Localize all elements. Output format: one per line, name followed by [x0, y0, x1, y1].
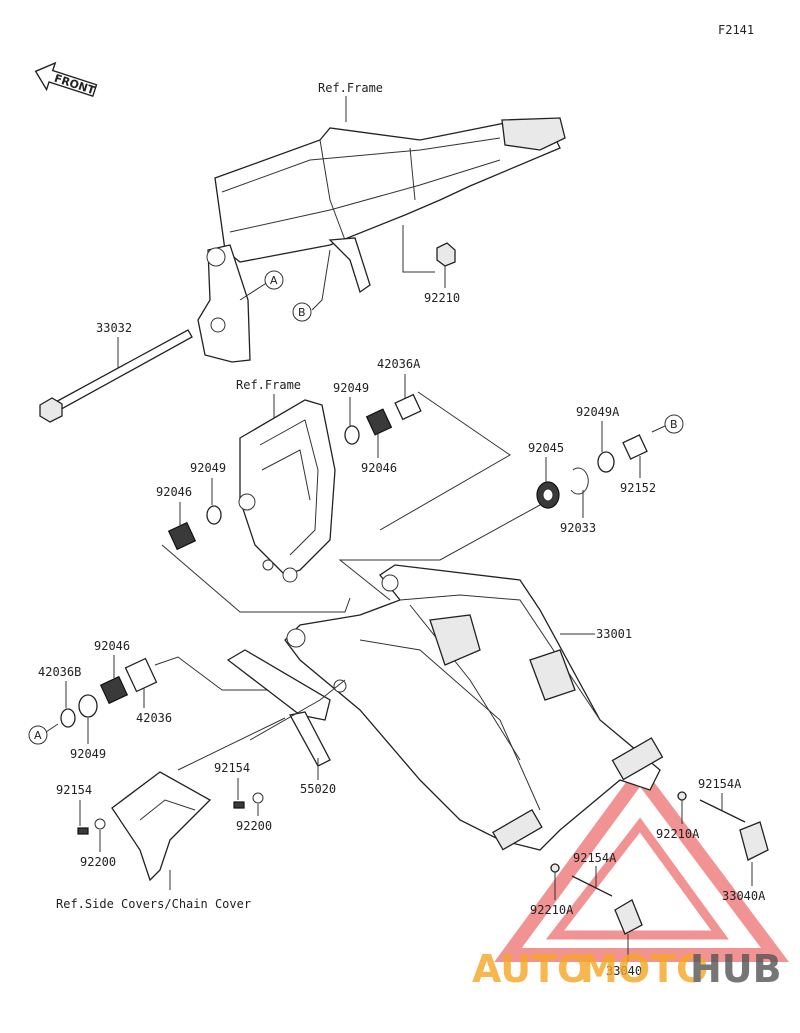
nut-92210: [436, 242, 456, 267]
label-92049A: 92049A: [576, 405, 620, 419]
callout-a-top: [264, 270, 284, 290]
bolt-92154-left: [77, 827, 89, 835]
bolt-92154A-low: [571, 875, 613, 897]
label-92152: 92152: [620, 481, 656, 495]
collar-42036: [124, 657, 158, 693]
collar-42036A: [394, 393, 422, 421]
label-33040: 33040: [606, 964, 642, 978]
ref-frame-top-label: Ref.Frame: [318, 81, 383, 95]
chain-cover-guard: [111, 771, 212, 882]
callout-a-low-label: A: [34, 729, 42, 742]
label-92154-mid: 92154: [214, 761, 250, 775]
watermark-moto: MOTO: [580, 947, 708, 991]
front-arrow-icon: FRONT: [34, 61, 98, 98]
collar-92152: [622, 434, 648, 460]
ref-covers-label: Ref.Side Covers/Chain Cover: [56, 897, 251, 911]
chain-slider-55020-lower: [289, 711, 331, 767]
callout-a-low: [28, 725, 48, 745]
label-92210A-right: 92210A: [656, 827, 700, 841]
label-33040A: 33040A: [722, 889, 766, 903]
label-55020: 55020: [300, 782, 336, 796]
swingarm-window: [529, 649, 576, 701]
label-92200-mid: 92200: [236, 819, 272, 833]
label-42036: 42036: [136, 711, 172, 725]
callout-b-right-label: B: [670, 418, 678, 431]
nut-92210A-low: [550, 863, 560, 873]
label-92045: 92045: [528, 441, 564, 455]
callout-b-top: [292, 302, 312, 322]
front-label: FRONT: [53, 72, 97, 98]
chain-adjuster-section: 92154A 92210A 33040A 92154A 92210A 33040: [530, 777, 769, 978]
washer-92200-left: [94, 818, 106, 830]
watermark-hub: HUB: [690, 947, 782, 991]
label-33032: 33032: [96, 321, 132, 335]
callout-a-top-label: A: [270, 274, 278, 287]
label-92046-low: 92046: [94, 639, 130, 653]
watermark-text: AUTO MOTO HUB: [472, 947, 782, 991]
frame-center-block: [239, 399, 336, 576]
callout-b-right: [664, 414, 684, 434]
label-92049-left: 92049: [190, 461, 226, 475]
label-92200-left: 92200: [80, 855, 116, 869]
callout-b-top-label: B: [298, 306, 306, 319]
frame-body: [214, 121, 561, 263]
bolt-92154-mid: [233, 801, 245, 809]
pivot-shaft-nut-head: [39, 397, 63, 423]
adjuster-33040: [614, 899, 643, 935]
chain-cover-section: 92154 92200 Ref.Side Covers/Chain Cover: [56, 771, 251, 911]
seal-92049-low: [78, 694, 98, 718]
label-42036A: 42036A: [377, 357, 421, 371]
circlip-92033: [570, 467, 589, 495]
label-33001: 33001: [596, 627, 632, 641]
frame-pivot-plate-center: [328, 237, 371, 294]
adjuster-33040A: [739, 821, 769, 861]
seal-92049-top: [344, 425, 360, 445]
swingarm-gusset: [429, 614, 481, 666]
label-92154-left: 92154: [56, 783, 92, 797]
watermark-auto: AUTO: [472, 947, 589, 991]
ref-frame-mid-label: Ref.Frame: [236, 378, 301, 392]
frame-pivot-plate-left: [197, 244, 251, 363]
chain-slider-section: 55020 92154 92200: [177, 649, 347, 833]
watermark-triangle-outer: [494, 763, 789, 962]
bearing-92046-left: [167, 521, 197, 551]
seal-92049A: [597, 451, 615, 473]
bearing-92046-low: [99, 675, 129, 705]
bolt-92154A-right: [699, 799, 746, 823]
lower-left-bearing-section: 92046 42036B 42036 92049 A: [28, 639, 285, 761]
chain-slider-55020-upper: [226, 649, 331, 721]
seal-42036B: [60, 708, 76, 728]
swingarm-axle-slot-left: [492, 808, 543, 851]
figure-code: F2141: [718, 23, 754, 37]
pivot-shaft-33032: [51, 329, 193, 413]
label-92046-top: 92046: [361, 461, 397, 475]
label-92210: 92210: [424, 291, 460, 305]
label-92049-top: 92049: [333, 381, 369, 395]
label-92033: 92033: [560, 521, 596, 535]
center-frame-section: Ref.Frame 42036A 92049 92046 92049 92046: [156, 357, 511, 613]
swingarm-axle-slot-right: [611, 737, 664, 781]
label-42036B: 42036B: [38, 665, 81, 679]
frame-section: Ref.Frame A B 92210: [197, 81, 566, 363]
label-92154A-low: 92154A: [573, 851, 617, 865]
seal-92049-left: [206, 505, 222, 525]
watermark-triangle-inner: [545, 817, 729, 940]
pivot-shaft-section: 33032: [39, 321, 193, 423]
frame-rear-bracket: [501, 117, 566, 151]
swingarm-33001: [284, 564, 661, 851]
bearing-92046-top: [365, 408, 393, 436]
nut-92210A-right: [677, 791, 687, 801]
watermark-logo: [494, 763, 789, 962]
label-92046-left: 92046: [156, 485, 192, 499]
label-92049-low: 92049: [70, 747, 106, 761]
right-bearing-section: 92045 92049A 92152 92033 B: [338, 405, 684, 601]
washer-92200-mid: [252, 792, 264, 804]
label-92210A-low: 92210A: [530, 903, 574, 917]
swingarm-section: 33001: [284, 564, 664, 851]
label-92154A-right: 92154A: [698, 777, 742, 791]
